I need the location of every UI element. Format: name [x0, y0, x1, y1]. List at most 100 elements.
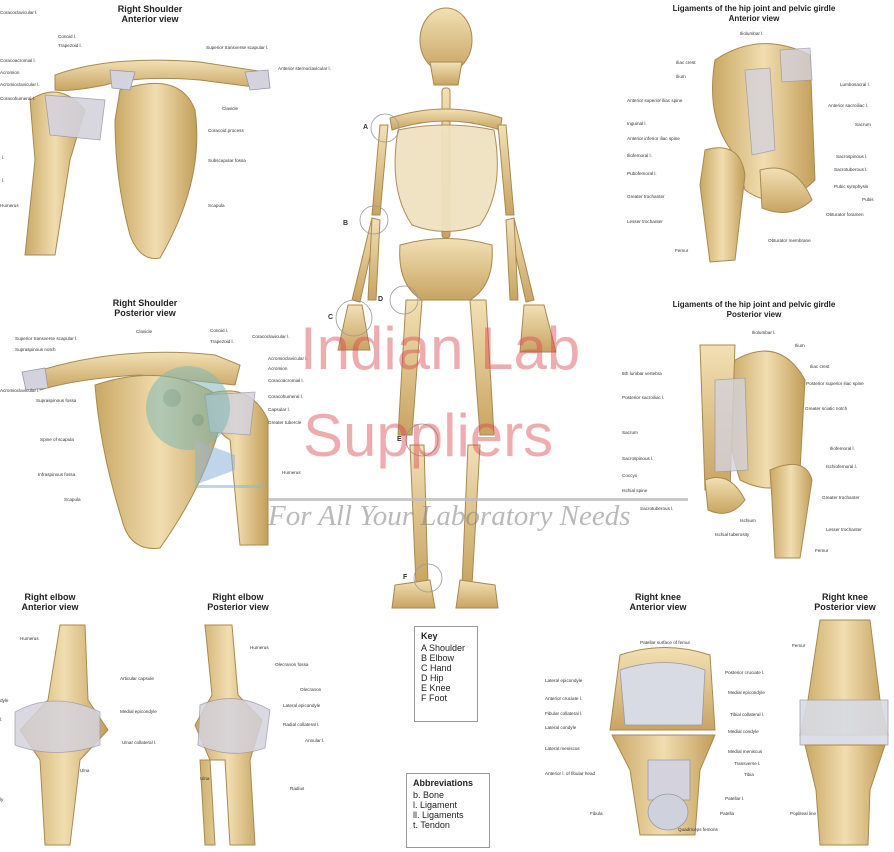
abbreviation-item: ll. Ligaments: [413, 810, 464, 820]
anatomy-label: Medial meniscus: [728, 749, 763, 754]
key-item: E Knee: [421, 683, 451, 693]
anatomy-label: 5th lumbar vertebra: [622, 371, 662, 376]
anatomy-label: Pubic symphysis: [834, 184, 869, 189]
anatomy-label: Lateral meniscus: [545, 746, 580, 751]
anatomy-label: Greater tubercle: [268, 420, 302, 425]
anatomy-label: Greater sciatic notch: [805, 406, 848, 411]
anatomy-label: Sacrospinous l.: [622, 456, 654, 461]
anatomy-label: Infraspinous fossa: [38, 472, 76, 477]
anatomy-label: Patellar surface of femur: [640, 640, 691, 645]
anatomy-label: Anterior l. of fibular head: [545, 771, 596, 776]
full-skeleton-drawing: [337, 7, 557, 609]
anatomy-label: Humerus: [20, 636, 39, 641]
anatomy-label: Ischial spine: [622, 488, 648, 493]
hip-anterior-drawing: [699, 43, 816, 263]
hip-anterior-title: Ligaments of the hip joint and pelvic gi…: [672, 4, 836, 23]
anatomy-label: Scapula: [64, 497, 81, 502]
anatomy-label: Popliteal line: [790, 811, 817, 816]
anatomy-label: Femur: [675, 248, 689, 253]
shoulder-anterior-drawing: [24, 59, 271, 260]
skeleton-mark-b: B: [343, 220, 349, 227]
anatomy-label: Ulna: [80, 768, 90, 773]
anatomy-label: Sacrospinous l.: [836, 154, 868, 159]
anatomy-label: Pubis: [862, 197, 874, 202]
anatomy-label: Anterior cruciate l.: [545, 696, 583, 701]
watermark-line1: Indian Lab: [300, 315, 581, 382]
anatomy-label: Humerus: [250, 645, 269, 650]
anatomy-label: Supraspinous fossa: [36, 398, 77, 403]
anatomy-label: Sacrotuberous l.: [640, 506, 674, 511]
anatomy-label: l.: [2, 155, 5, 160]
anatomy-label: Coracoclavicular l.: [252, 334, 290, 339]
anatomy-label: Ulnar collateral l.: [122, 740, 157, 745]
anatomy-label: Conoid l.: [210, 328, 229, 333]
anatomy-label: Iliolumbar l.: [752, 330, 776, 335]
anatomy-label: Inguinal l.: [627, 121, 647, 126]
anatomy-label: Clavicle: [136, 329, 153, 334]
shoulder-posterior-drawing: [21, 351, 269, 549]
watermark-line2: Suppliers: [303, 402, 554, 469]
anatomy-label: Anterior inferior iliac spine: [627, 136, 680, 141]
anatomy-label: Lesser trochanter: [826, 527, 862, 532]
anatomy-label: Transverse l.: [734, 761, 761, 766]
anatomy-label: Posterior sacroiliac l.: [622, 395, 665, 400]
watermark-rule: [268, 498, 688, 501]
anatomy-label: Ulna: [200, 776, 210, 781]
anatomy-label: Sacrum: [855, 122, 871, 127]
anatomy-label: Scapula: [208, 203, 225, 208]
anatomy-label: Fibular collateral l.: [545, 711, 583, 716]
key-box: Key A Shoulder B Elbow C Hand D Hip E Kn…: [414, 626, 478, 722]
abbreviation-item: l. Ligament: [413, 800, 458, 810]
anatomy-label: Iliac crest: [810, 364, 830, 369]
anatomy-label: Spine of scapula: [40, 437, 74, 442]
anatomy-label: Olecranon: [300, 687, 322, 692]
knee-posterior-drawing: [799, 619, 889, 846]
anatomy-label: Anterior sternoclavicular l.: [278, 66, 331, 71]
anatomy-label: Quadriceps femoris: [678, 827, 718, 832]
anatomy-label: Radial collateral l.: [283, 722, 320, 727]
anatomy-label: Greater trochanter: [822, 495, 860, 500]
anatomy-label: Humerus: [282, 470, 301, 475]
anatomy-label: Pubofemoral l.: [627, 171, 657, 176]
anatomy-label: Greater trochanter: [627, 194, 665, 199]
anatomy-label: Olecranon fossa: [275, 662, 309, 667]
anatomy-label: Patellar l.: [725, 796, 745, 801]
anatomy-label: Acromioclavicular l.: [268, 356, 308, 361]
anatomy-label: l.: [2, 178, 5, 183]
anatomy-label: Patella: [720, 811, 735, 816]
anatomy-label: Clavicle: [222, 106, 239, 111]
anatomy-label: Coracoacromial l.: [268, 378, 304, 383]
anatomy-label: Coracoclavicular l.: [0, 10, 38, 15]
skeleton-callout-circles: [335, 113, 443, 593]
anatomy-label: Iliac crest: [676, 60, 696, 65]
abbreviations-box: Abbreviations b. Bone l. Ligament ll. Li…: [406, 773, 490, 848]
anatomy-label: Lesser trochanter: [627, 219, 663, 224]
anatomy-label: Lumbosacral l.: [840, 82, 870, 87]
anatomy-label: Femur: [815, 548, 829, 553]
anatomy-label: Obturator foramen: [826, 212, 864, 217]
anatomy-label: Obturator membrane: [768, 238, 811, 243]
key-item: A Shoulder: [421, 643, 466, 653]
anatomy-label: Tibial collateral l.: [730, 712, 765, 717]
watermark-logo: [146, 366, 265, 488]
anatomy-label: Ilium: [795, 343, 805, 348]
anatomy-label: ly: [0, 797, 4, 802]
anatomy-label: Ischial tuberosity: [715, 532, 750, 537]
skeleton-mark-c: C: [328, 314, 334, 321]
anatomy-label: Iliofemoral l.: [627, 153, 652, 158]
anatomy-label: Fibula: [590, 811, 603, 816]
anatomy-label: Femur: [792, 643, 806, 648]
anatomy-label: Supraspinous notch: [15, 347, 56, 352]
anatomy-label: Acromioclavicular l.: [0, 388, 40, 393]
anatomy-label: Medial condyle: [728, 729, 759, 734]
abbreviations-title: Abbreviations: [413, 778, 474, 788]
anatomy-label: Ilium: [676, 74, 686, 79]
key-item: B Elbow: [421, 653, 455, 663]
anatomy-label: Acromion: [0, 70, 20, 75]
anatomy-label: Articular capsule: [120, 676, 154, 681]
anatomy-label: Coccyx: [622, 473, 638, 478]
